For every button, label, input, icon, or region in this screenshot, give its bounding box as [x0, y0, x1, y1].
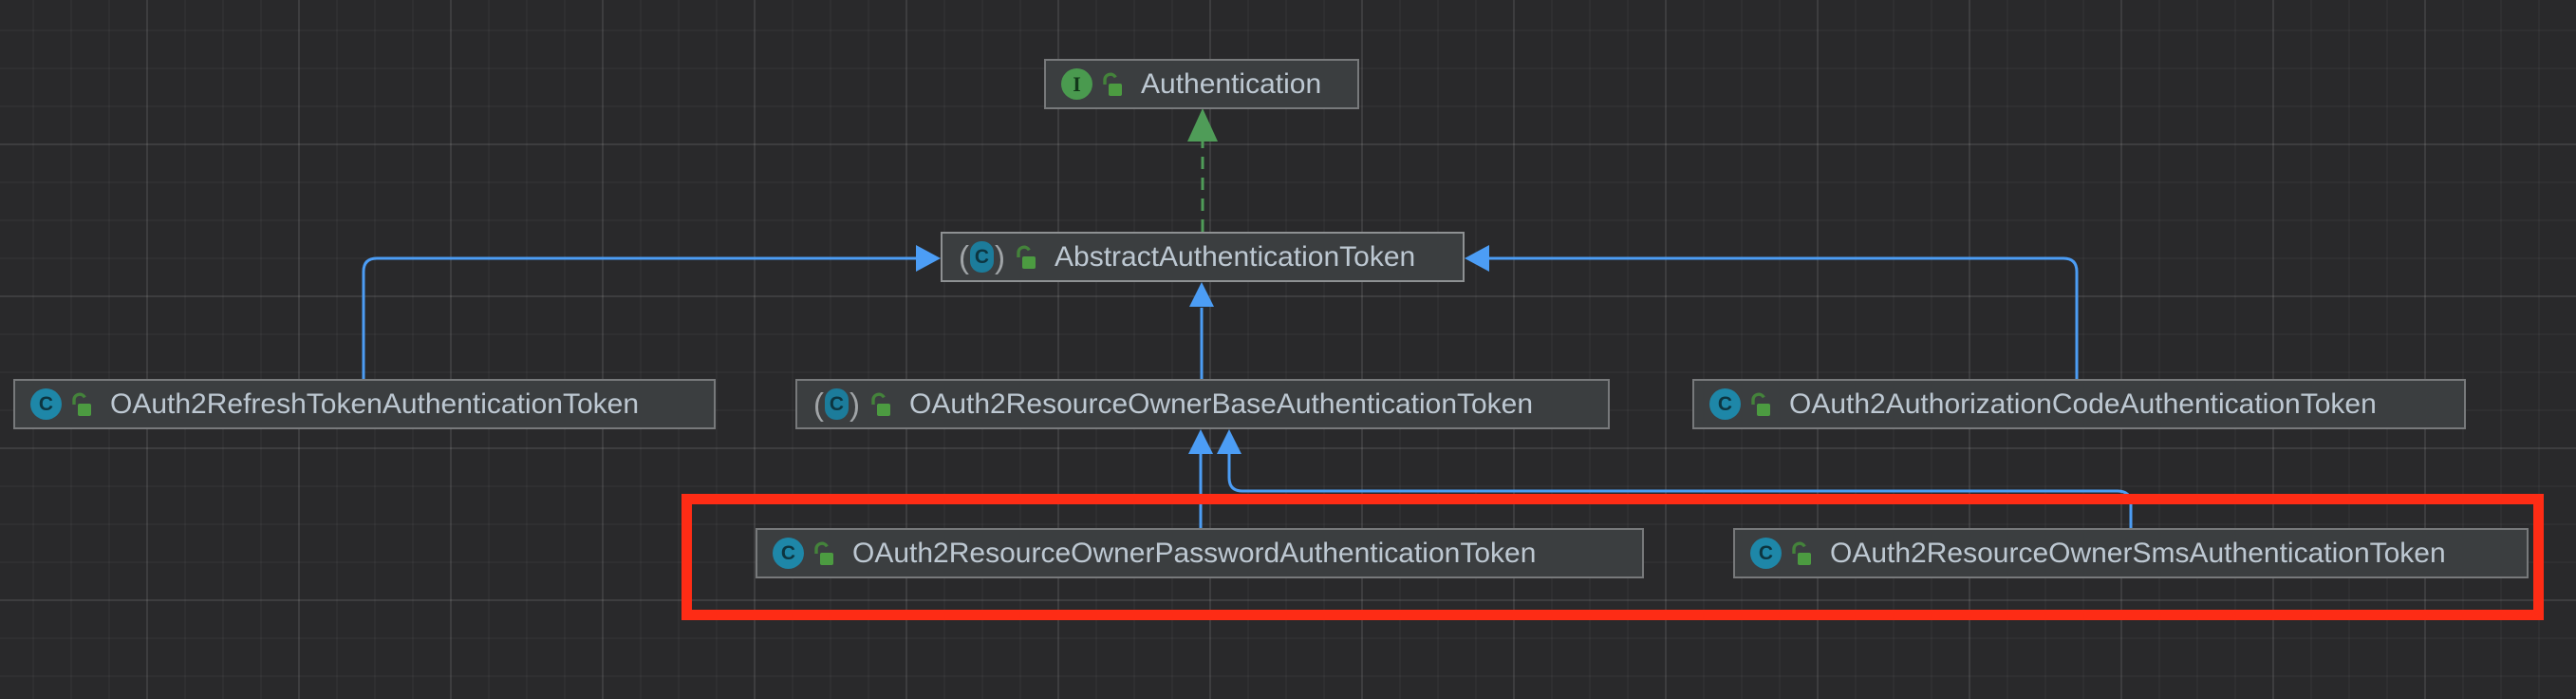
public-lock-icon: [1103, 72, 1122, 96]
node-label: Authentication: [1141, 67, 1322, 100]
class-icon: C: [1709, 388, 1741, 420]
abstract-class-icon: ( C ): [813, 387, 860, 422]
node-label: OAuth2ResourceOwnerPasswordAuthenticatio…: [852, 537, 1537, 569]
node-oauth2-resource-owner-base-authentication-token[interactable]: ( C ) OAuth2ResourceOwnerBaseAuthenticat…: [795, 379, 1610, 429]
interface-icon: I: [1061, 68, 1092, 100]
edge-extends-refresh-to-abstract: [362, 245, 941, 381]
node-oauth2-resource-owner-sms-authentication-token[interactable]: C OAuth2ResourceOwnerSmsAuthenticationTo…: [1733, 528, 2529, 578]
public-lock-icon: [1017, 245, 1036, 269]
node-label: OAuth2AuthorizationCodeAuthenticationTok…: [1789, 387, 2377, 420]
node-label: OAuth2ResourceOwnerBaseAuthenticationTok…: [909, 387, 1534, 420]
edge-extends-base-to-abstract: [1189, 282, 1214, 381]
node-abstract-authentication-token[interactable]: ( C ) AbstractAuthenticationToken: [941, 232, 1465, 282]
node-label: OAuth2ResourceOwnerSmsAuthenticationToke…: [1830, 537, 2446, 569]
edge-extends-authcode-to-abstract: [1465, 245, 2079, 381]
node-authentication[interactable]: I Authentication: [1044, 59, 1359, 109]
node-oauth2-refresh-token-authentication-token[interactable]: C OAuth2RefreshTokenAuthenticationToken: [13, 379, 716, 429]
node-label: OAuth2RefreshTokenAuthenticationToken: [110, 387, 640, 420]
edge-extends-password-to-base: [1188, 429, 1213, 528]
class-icon: C: [30, 388, 62, 420]
public-lock-icon: [871, 392, 890, 416]
class-icon: C: [1750, 538, 1782, 569]
node-label: AbstractAuthenticationToken: [1055, 240, 1416, 273]
class-icon: C: [773, 538, 804, 569]
node-oauth2-resource-owner-password-authentication-token[interactable]: C OAuth2ResourceOwnerPasswordAuthenticat…: [756, 528, 1644, 578]
public-lock-icon: [72, 392, 91, 416]
node-oauth2-authorization-code-authentication-token[interactable]: C OAuth2AuthorizationCodeAuthenticationT…: [1692, 379, 2466, 429]
edge-implements-abstract-to-authentication: [1187, 108, 1218, 232]
public-lock-icon: [1751, 392, 1770, 416]
abstract-class-icon: ( C ): [959, 239, 1005, 274]
public-lock-icon: [814, 541, 833, 565]
edge-extends-sms-to-base: [1217, 429, 2133, 528]
public-lock-icon: [1792, 541, 1811, 565]
